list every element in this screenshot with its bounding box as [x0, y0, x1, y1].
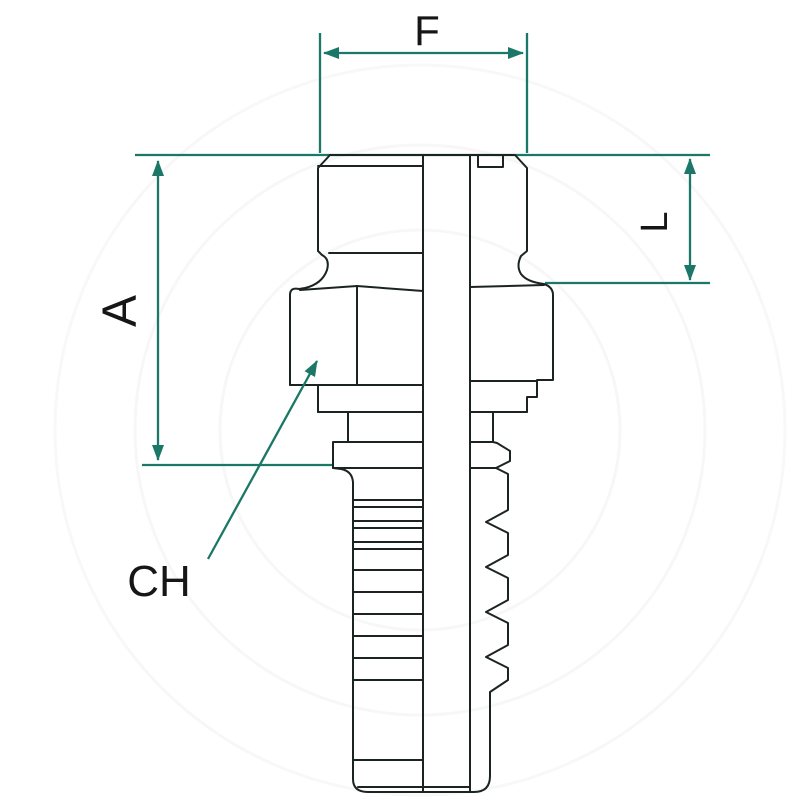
- hex-top-edge: [299, 285, 424, 292]
- dim-label-a: A: [94, 295, 147, 327]
- fitting-body-external: [289, 154, 471, 793]
- ch-leader-line: [206, 360, 319, 560]
- watermark-circle: [133, 143, 707, 717]
- thread-top-notch: [477, 154, 504, 168]
- dim-label-f: F: [414, 7, 440, 54]
- dim-label-l: L: [634, 211, 676, 232]
- watermark-circle: [218, 228, 622, 632]
- background-watermark: [53, 63, 787, 797]
- fitting-detail-lines: [289, 154, 545, 793]
- fitting-body-section: [469, 154, 554, 793]
- hex-top-edge-section: [469, 284, 545, 288]
- dim-label-ch: CH: [127, 557, 191, 606]
- dimension-lines: [152, 47, 696, 560]
- watermark-circle: [53, 63, 787, 797]
